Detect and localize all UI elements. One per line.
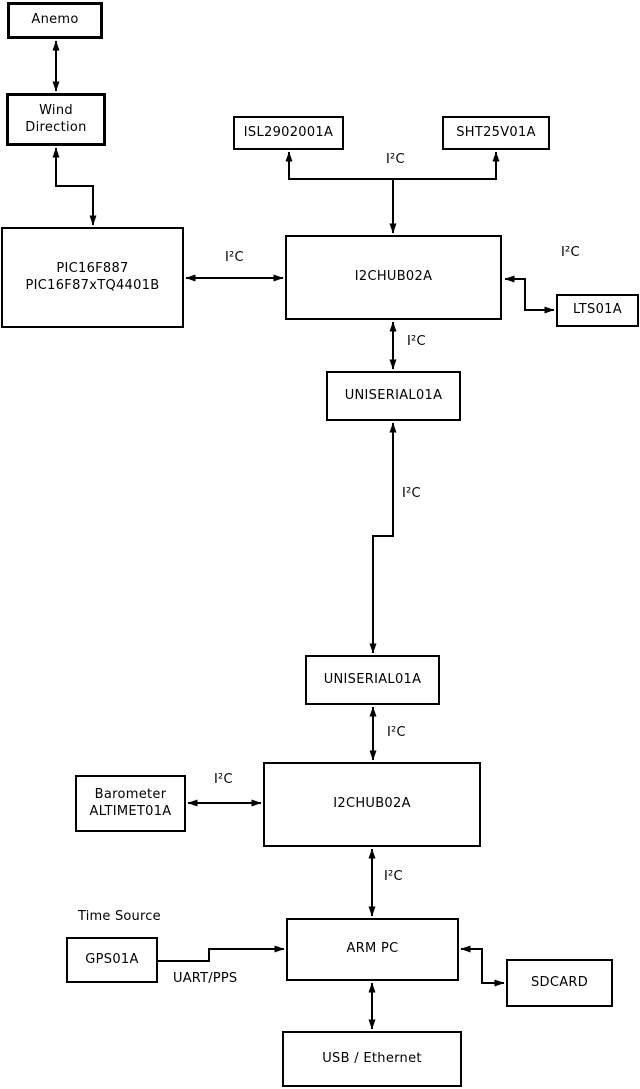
edge-winddirection-pic	[52, 147, 97, 226]
edge-label-i2c-hub2-armpc: I²C	[384, 869, 403, 884]
edge-i2chub-lts	[504, 275, 555, 314]
node-arm-pc: ARM PC	[286, 918, 459, 981]
edge-label-i2c-hub-lts: I²C	[561, 245, 580, 260]
node-gps01a: GPS01A	[66, 937, 158, 983]
edge-label-i2c-hub-uniserial: I²C	[407, 334, 426, 349]
node-barometer-line2: ALTIMET01A	[89, 803, 172, 819]
node-sdcard: SDCARD	[506, 959, 613, 1007]
edge-label-i2c-barometer-hub2: I²C	[214, 772, 233, 787]
node-barometer-altimet01a: Barometer ALTIMET01A	[75, 775, 186, 832]
edge-label-i2c-pic-hub: I²C	[225, 250, 244, 265]
label-time-source: Time Source	[78, 909, 161, 924]
node-barometer-line1: Barometer	[94, 786, 167, 802]
node-pic16f887: PIC16F887 PIC16F87xTQ4401B	[1, 227, 184, 328]
node-sht25v01a: SHT25V01A	[442, 116, 550, 150]
node-usb-ethernet: USB / Ethernet	[282, 1031, 462, 1087]
edge-gps-armpc	[158, 945, 285, 962]
node-wind-direction-line2: Direction	[25, 119, 87, 135]
edge-armpc-sdcard	[460, 945, 505, 987]
node-wind-direction: Wind Direction	[6, 93, 106, 146]
node-lts01a: LTS01A	[556, 294, 639, 327]
node-uniserial01a-bottom-label: UNISERIAL01A	[323, 671, 422, 687]
node-isl2902001a: ISL2902001A	[233, 116, 344, 150]
node-anemo: Anemo	[7, 2, 103, 39]
node-pic16f887-line2: PIC16F87xTQ4401B	[25, 277, 160, 293]
node-isl2902001a-label: ISL2902001A	[243, 124, 334, 140]
node-uniserial01a-top-label: UNISERIAL01A	[344, 387, 443, 403]
node-i2chub02a-top: I2CHUB02A	[285, 235, 502, 320]
node-usb-ethernet-label: USB / Ethernet	[322, 1050, 422, 1066]
edge-label-i2c-sensor-bus: I²C	[386, 152, 405, 167]
node-sht25v01a-label: SHT25V01A	[456, 124, 536, 140]
edge-label-i2c-uniserial-hub2: I²C	[387, 725, 406, 740]
node-i2chub02a-bottom: I2CHUB02A	[263, 762, 481, 847]
edge-label-i2c-uniserial-link: I²C	[402, 486, 421, 501]
node-i2chub02a-bottom-label: I2CHUB02A	[333, 796, 411, 812]
node-i2chub02a-top-label: I2CHUB02A	[354, 269, 433, 285]
node-pic16f887-line1: PIC16F887	[56, 260, 129, 276]
node-uniserial01a-top: UNISERIAL01A	[326, 371, 461, 421]
node-uniserial01a-bottom: UNISERIAL01A	[305, 655, 440, 705]
node-sdcard-label: SDCARD	[530, 974, 589, 990]
node-arm-pc-label: ARM PC	[346, 941, 399, 957]
edge-uniserial1-uniserial2	[369, 422, 397, 654]
node-anemo-label: Anemo	[31, 12, 79, 28]
node-wind-direction-line1: Wind	[39, 102, 73, 118]
node-gps01a-label: GPS01A	[85, 951, 139, 967]
edge-label-uart-pps: UART/PPS	[173, 971, 238, 986]
node-lts01a-label: LTS01A	[573, 302, 622, 318]
